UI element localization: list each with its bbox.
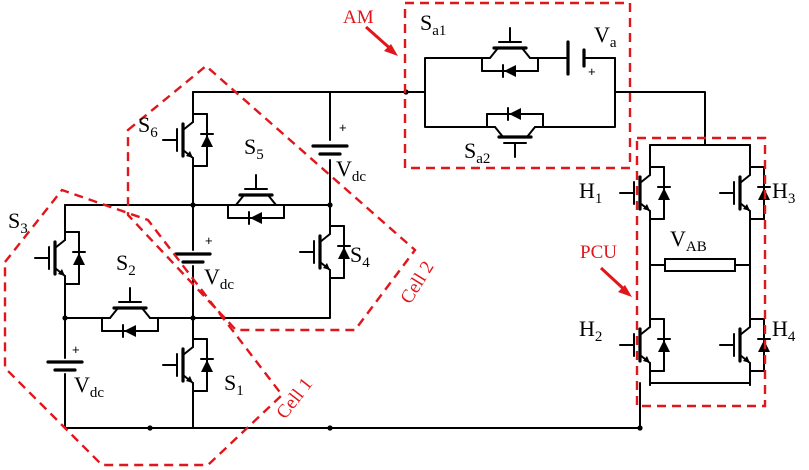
igbt-icon-s3 [33, 216, 87, 300]
label-vdc-mid: Vdc [204, 264, 234, 293]
plus-cell1: + [72, 342, 80, 357]
label-vdc-cell2: Vdc [336, 156, 366, 185]
label-vdc-cell1: Vdc [74, 372, 104, 401]
label-h4: H4 [772, 316, 796, 345]
label-s2: S2 [116, 250, 136, 279]
battery-icon-cell1 [46, 360, 84, 372]
label-va: Va [594, 22, 617, 51]
label-h1: H1 [579, 178, 602, 207]
cell2-region [126, 64, 417, 332]
label-sa1: Sa1 [420, 10, 446, 39]
label-vab: VAB [670, 226, 707, 255]
igbt-icon-s2 [83, 286, 177, 339]
igbt-icon-s1 [161, 323, 215, 407]
am-label: AM [343, 7, 374, 28]
igbt-icon-sa1 [463, 26, 557, 79]
label-s1: S1 [224, 370, 244, 399]
resistor-icon-vab [664, 258, 736, 272]
pcu-region [635, 136, 767, 408]
battery-icon-cell2 [311, 144, 349, 156]
plus-mid: + [205, 233, 213, 248]
label-s4: S4 [350, 242, 370, 271]
label-s3: S3 [8, 208, 28, 237]
igbt-icon-s5 [209, 173, 303, 226]
plus-va: + [588, 64, 596, 79]
switches [33, 26, 772, 407]
label-sa2: Sa2 [464, 138, 490, 167]
igbt-icon-h3 [718, 151, 772, 235]
arrow-icons [365, 25, 632, 297]
cell1-region [3, 188, 284, 467]
igbt-icon-h2 [618, 303, 672, 387]
circuit-wires [64, 57, 751, 429]
label-s6: S6 [138, 112, 158, 141]
junction-dots [62, 89, 643, 431]
igbt-icon-h1 [618, 151, 672, 235]
igbt-icon-s6 [161, 98, 215, 182]
batteries [46, 40, 586, 372]
igbt-icon-sa2 [468, 106, 562, 159]
plus-cell2: + [339, 120, 347, 135]
label-h2: H2 [579, 316, 602, 345]
pcu-label: PCU [580, 242, 617, 263]
igbt-icon-h4 [718, 303, 772, 387]
am-region [403, 1, 632, 170]
highlight-regions [3, 1, 767, 467]
label-h3: H3 [772, 178, 795, 207]
battery-icon-mid [174, 252, 212, 264]
igbt-icon-s4 [298, 210, 352, 294]
label-s5: S5 [244, 134, 264, 163]
